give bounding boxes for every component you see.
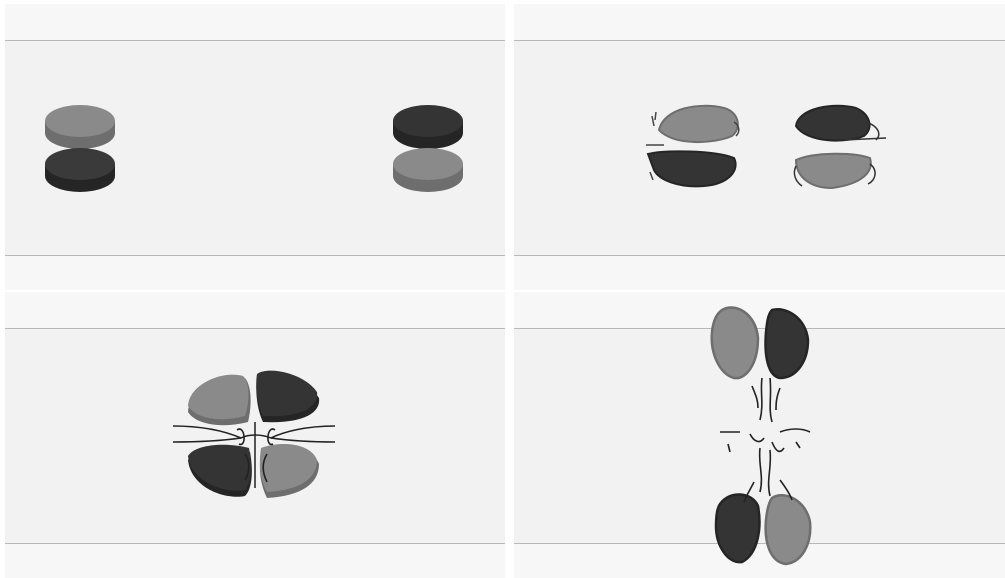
panel-frame-3 — [5, 292, 505, 578]
disk-light — [712, 308, 758, 379]
lower-right-lobe — [260, 444, 319, 498]
panel-frame-4 — [514, 292, 1005, 578]
upper-left-lobe — [188, 375, 251, 426]
disk-dark — [766, 309, 808, 378]
disk-dark — [648, 151, 736, 186]
disk-light — [659, 106, 738, 142]
disk-light — [796, 154, 871, 188]
disk-dark — [45, 148, 115, 192]
scene-3 — [5, 292, 505, 578]
scene-2 — [514, 4, 1005, 290]
scene-1 — [5, 4, 505, 290]
right-disk-pair — [393, 105, 463, 192]
upper-right-lobe — [256, 371, 319, 423]
lower-left-lobe — [188, 445, 252, 497]
disk-light — [393, 148, 463, 192]
upper-disk-pair — [712, 308, 808, 379]
lower-disk-pair — [716, 494, 810, 564]
panel-frame-1 — [5, 4, 505, 290]
left-disk-pair — [646, 106, 739, 186]
central-filaments — [720, 378, 810, 502]
disk-dark — [393, 105, 463, 149]
scene-4 — [514, 292, 1005, 578]
disk-dark — [796, 106, 870, 141]
panel-frame-2 — [514, 4, 1005, 290]
disk-light — [766, 495, 811, 564]
left-disk-pair — [45, 105, 115, 192]
right-disk-pair — [794, 106, 886, 188]
disk-light — [45, 105, 115, 149]
disk-dark — [716, 494, 759, 562]
